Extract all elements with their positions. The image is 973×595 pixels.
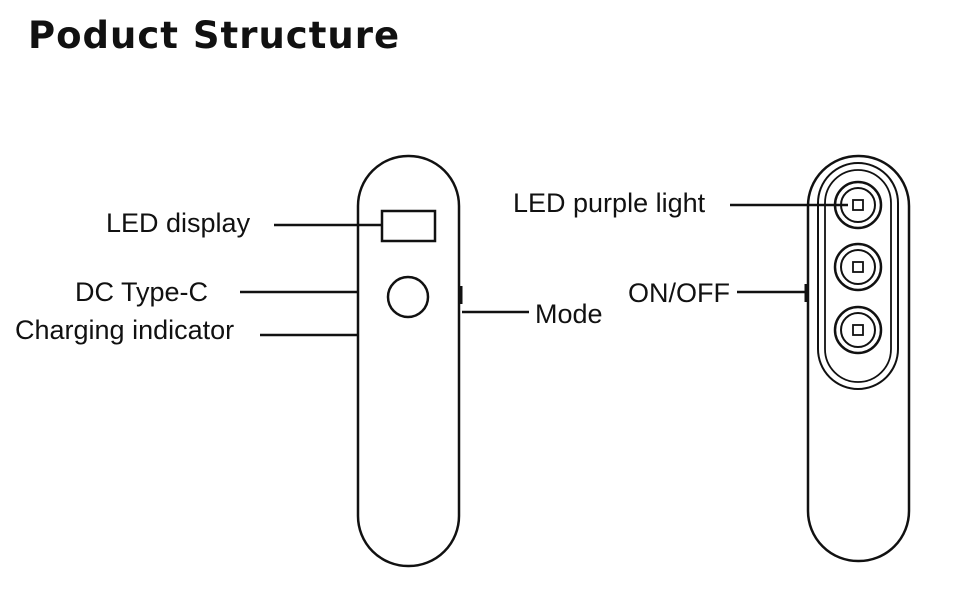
back-device-body (806, 154, 911, 563)
light-panel-inner (824, 169, 892, 383)
mode-label: Mode (535, 299, 603, 329)
purple-light-led-icon (852, 199, 864, 211)
dc-type-c-label: DC Type-C (75, 277, 208, 307)
purple-light-ring-outer (833, 305, 883, 355)
charging-indicator-label: Charging indicator (15, 315, 234, 345)
on-off-label: ON/OFF (628, 278, 730, 308)
purple-light-3 (833, 305, 883, 355)
page-title: Poduct Structure (28, 14, 401, 57)
back-view-device (804, 154, 911, 563)
purple-light-ring-inner (840, 312, 876, 348)
purple-light-led-icon (852, 261, 864, 273)
mode-button[interactable] (386, 275, 430, 319)
led-display-label: LED display (106, 208, 251, 238)
purple-light-ring-outer (833, 242, 883, 292)
front-view-device (356, 154, 463, 568)
front-leader-lines (240, 223, 529, 337)
front-device-body (356, 154, 461, 568)
led-purple-light-label: LED purple light (513, 188, 706, 218)
light-panel-outer (817, 162, 899, 390)
purple-light-ring-inner (840, 249, 876, 285)
purple-light-2 (833, 242, 883, 292)
led-display-window (380, 209, 437, 243)
back-leader-lines (730, 203, 848, 294)
purple-light-led-icon (852, 324, 864, 336)
